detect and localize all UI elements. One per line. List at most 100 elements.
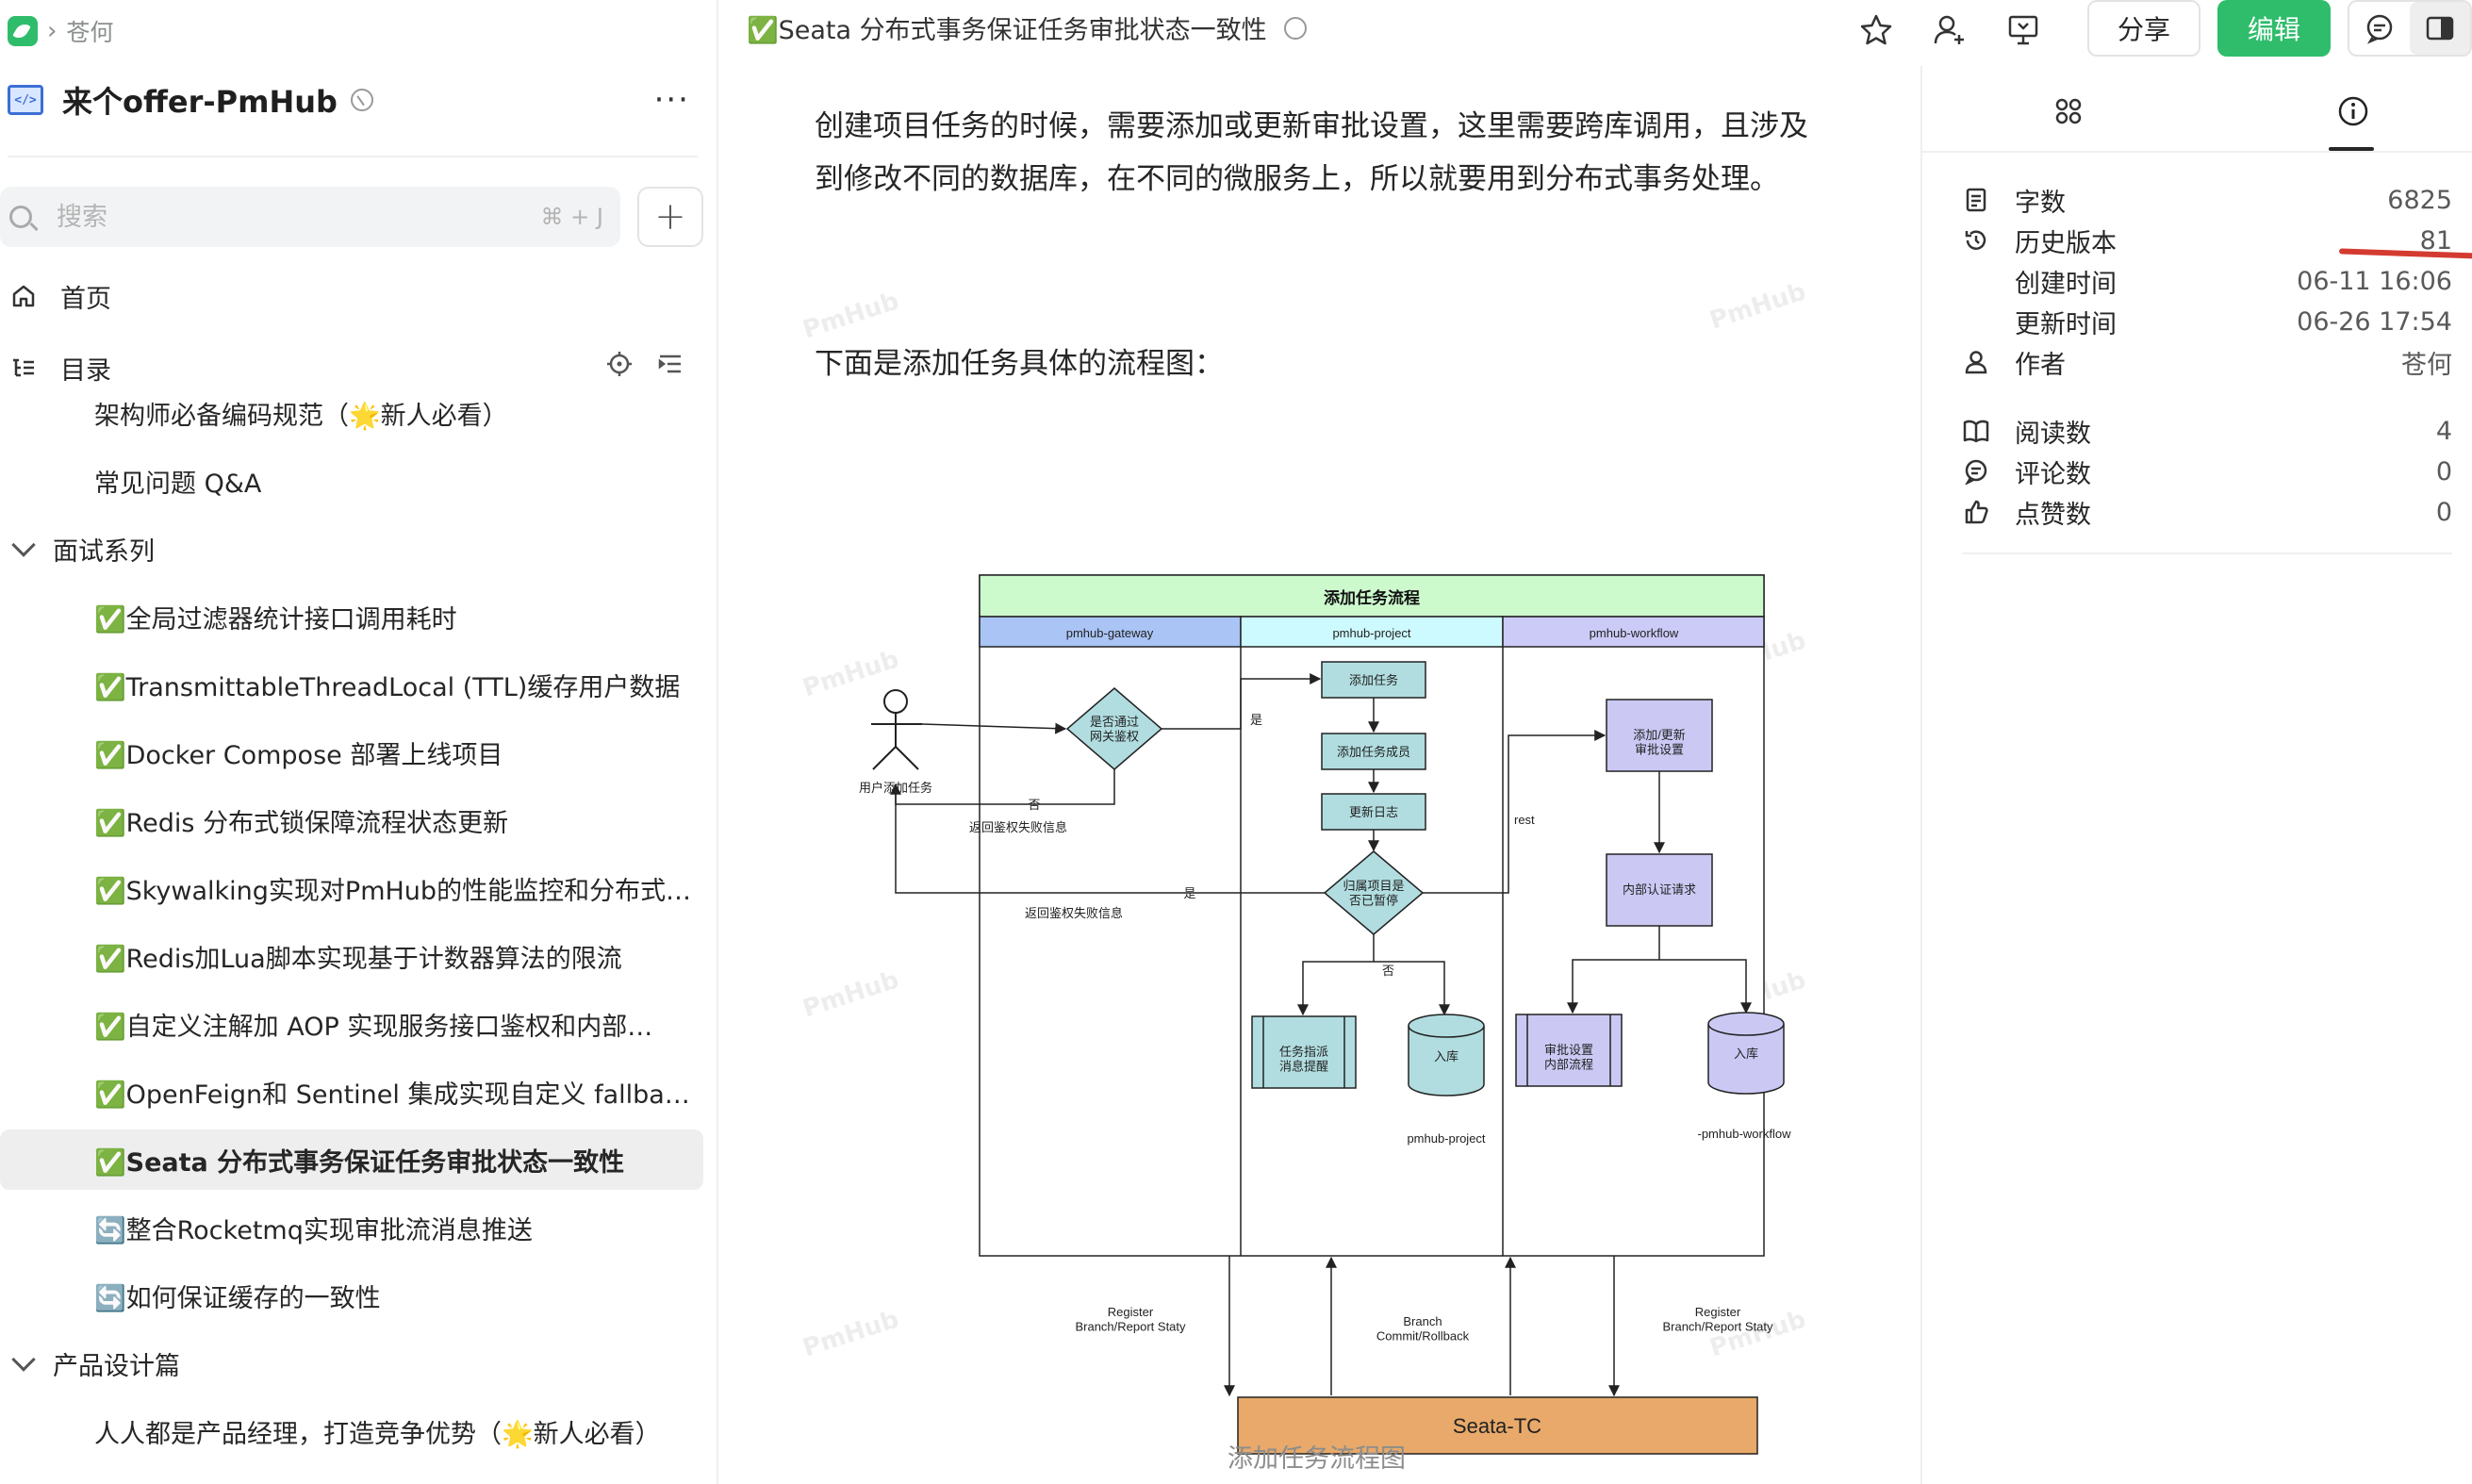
lane-project-label: pmhub-project — [1332, 626, 1410, 640]
db-project-label: pmhub-project — [1407, 1131, 1485, 1146]
toc-item[interactable]: ✅全局过滤器统计接口调用耗时 — [0, 586, 703, 647]
toc-item-label: 🔄如何保证缓存的一致性 — [94, 1283, 381, 1313]
toc-icon — [9, 354, 38, 382]
toc-item[interactable]: ✅Redis 分布式锁保障流程状态更新 — [0, 790, 703, 850]
star-icon[interactable] — [1855, 9, 1897, 51]
svg-text:入库: 入库 — [1434, 1049, 1458, 1064]
paragraph: 下面是添加任务具体的流程图： — [815, 347, 1224, 381]
toc-item[interactable]: ✅Redis加Lua脚本实现基于计数器算法的限流 — [0, 926, 703, 986]
toc-item-label: 🔄整合Rocketmq实现审批流消息推送 — [94, 1215, 533, 1245]
toc-group[interactable]: 面试系列 — [0, 519, 703, 579]
chevron-right-icon: › — [47, 17, 58, 45]
doc-header: ✅Seata 分布式事务保证任务审批状态一致性 分享 编辑 — [718, 0, 2472, 57]
info-value: 0 — [2435, 456, 2452, 486]
info-tab-icon[interactable] — [2329, 92, 2374, 151]
toc-item[interactable]: 🔄如何保证缓存的一致性 — [0, 1265, 703, 1326]
collapse-list-icon[interactable] — [656, 350, 684, 386]
toc-group[interactable]: 产品设计篇 — [0, 1333, 703, 1393]
watermark: PmHub — [799, 287, 903, 345]
toc-item[interactable]: 架构师必备编码规范（🌟新人必看） — [0, 383, 703, 443]
code-book-icon: </> — [8, 85, 43, 115]
nav-toc[interactable]: 目录 — [0, 339, 703, 396]
toc-item[interactable]: ✅Skywalking实现对PmHub的性能监控和分布式… — [0, 858, 703, 918]
add-button[interactable]: + — [637, 187, 703, 247]
flowchart-image: 添加任务流程 pmhub-gateway pmhub-project pmhub… — [859, 574, 1791, 1455]
search-shortcut: ⌘ + J — [540, 204, 603, 230]
info-label: 字数 — [2015, 188, 2066, 218]
toc-item[interactable]: ✅Docker Compose 部署上线项目 — [0, 722, 703, 783]
process-dispatch — [1251, 1015, 1357, 1089]
search-input[interactable] — [57, 202, 481, 232]
like-count-icon — [1962, 498, 1990, 526]
fail-msg-1: 返回鉴权失败信息 — [969, 820, 1067, 834]
svg-text:审批设置内部流程: 审批设置内部流程 — [1544, 1043, 1593, 1072]
book-title[interactable]: 来个offer-PmHub — [62, 84, 338, 120]
svg-text:入库: 入库 — [1734, 1047, 1758, 1061]
search-icon — [9, 206, 32, 228]
sidebar-panel-icon[interactable] — [2410, 2, 2470, 55]
pool-title: 添加任务流程 — [1324, 588, 1420, 607]
toc-item[interactable]: 常见问题 Q&A — [0, 451, 703, 511]
doc-title[interactable]: ✅Seata 分布式事务保证任务审批状态一致性 — [747, 16, 1267, 45]
lane-project-head — [1240, 616, 1504, 648]
svg-text:否: 否 — [1382, 964, 1394, 978]
locate-icon[interactable] — [605, 350, 634, 386]
breadcrumb[interactable]: › 苍何 — [8, 13, 113, 49]
present-icon[interactable] — [2002, 9, 2044, 51]
comments-icon[interactable] — [2349, 2, 2410, 55]
info-tabs — [1922, 66, 2472, 153]
info-label: 评论数 — [2015, 459, 2091, 489]
paragraph: 创建项目任务的时候，需要添加或更新审批设置，这里需要跨库调用，且涉及到修改不同的… — [815, 109, 1808, 196]
outline-tab-icon[interactable] — [2050, 92, 2087, 130]
more-menu-icon[interactable]: ··· — [653, 81, 690, 119]
toc-item-label: 人人都是产品经理，打造竞争优势（🌟新人必看） — [94, 1419, 661, 1449]
info-row: 评论数 0 — [1962, 448, 2452, 495]
word-count-icon — [1962, 186, 1990, 214]
chevron-down-icon[interactable] — [11, 1347, 36, 1372]
info-label: 作者 — [2015, 350, 2066, 380]
toc-item[interactable]: ✅Seata 分布式事务保证任务审批状态一致性 — [0, 1129, 703, 1190]
divider — [1962, 552, 2452, 554]
share-button[interactable]: 分享 — [2087, 0, 2200, 57]
toc-item-label: ✅Redis 分布式锁保障流程状态更新 — [94, 808, 509, 838]
info-value: 0 — [2435, 497, 2452, 527]
doc-title-bar: ✅Seata 分布式事务保证任务审批状态一致性 — [747, 9, 1307, 46]
lane-gateway-head — [979, 616, 1242, 648]
info-label: 创建时间 — [2015, 269, 2117, 299]
toc-item[interactable]: ✅TransmittableThreadLocal (TTL)缓存用户数据 — [0, 654, 703, 715]
db-workflow — [1707, 1012, 1785, 1095]
divider — [8, 156, 698, 157]
lane-workflow-head — [1502, 616, 1765, 648]
db-project — [1408, 1014, 1485, 1097]
toc-item[interactable]: ✅自定义注解加 AOP 实现服务接口鉴权和内部… — [0, 994, 703, 1054]
search-box[interactable]: ⌘ + J — [0, 187, 620, 247]
app-logo-icon[interactable] — [8, 16, 38, 46]
visibility-icon — [1283, 16, 1307, 40]
breadcrumb-space[interactable]: 苍何 — [66, 19, 114, 46]
pool-title-box — [979, 574, 1765, 618]
toc-item-label: ✅OpenFeign和 Sentinel 集成实现自定义 fallba… — [94, 1080, 690, 1110]
toc-item-label: ✅Seata 分布式事务保证任务审批状态一致性 — [94, 1147, 625, 1178]
nav-home-label: 首页 — [60, 284, 111, 314]
toc-item[interactable]: 人人都是产品经理，打造竞争优势（🌟新人必看） — [0, 1401, 703, 1461]
actor-user — [871, 689, 922, 770]
visibility-icon — [350, 89, 373, 111]
process-update-log — [1321, 793, 1426, 831]
toc-item[interactable]: ✅OpenFeign和 Sentinel 集成实现自定义 fallba… — [0, 1062, 703, 1122]
svg-text:添加任务: 添加任务 — [1349, 673, 1398, 687]
comment-count-icon — [1962, 457, 1990, 486]
toc-item[interactable]: 🔄整合Rocketmq实现审批流消息推送 — [0, 1197, 703, 1258]
add-collaborator-icon[interactable] — [1929, 9, 1970, 51]
process-approval-flow — [1515, 1014, 1623, 1087]
nav-home[interactable]: 首页 — [0, 268, 703, 324]
seata-tc-box — [1237, 1396, 1758, 1455]
info-value: 6825 — [2387, 185, 2452, 215]
info-value: 苍何 — [2401, 350, 2452, 380]
watermark: PmHub — [1706, 277, 1810, 336]
edit-button[interactable]: 编辑 — [2217, 0, 2331, 57]
chevron-down-icon[interactable] — [11, 533, 36, 557]
nav-toc-label: 目录 — [60, 355, 111, 386]
info-label: 阅读数 — [2015, 419, 2091, 449]
